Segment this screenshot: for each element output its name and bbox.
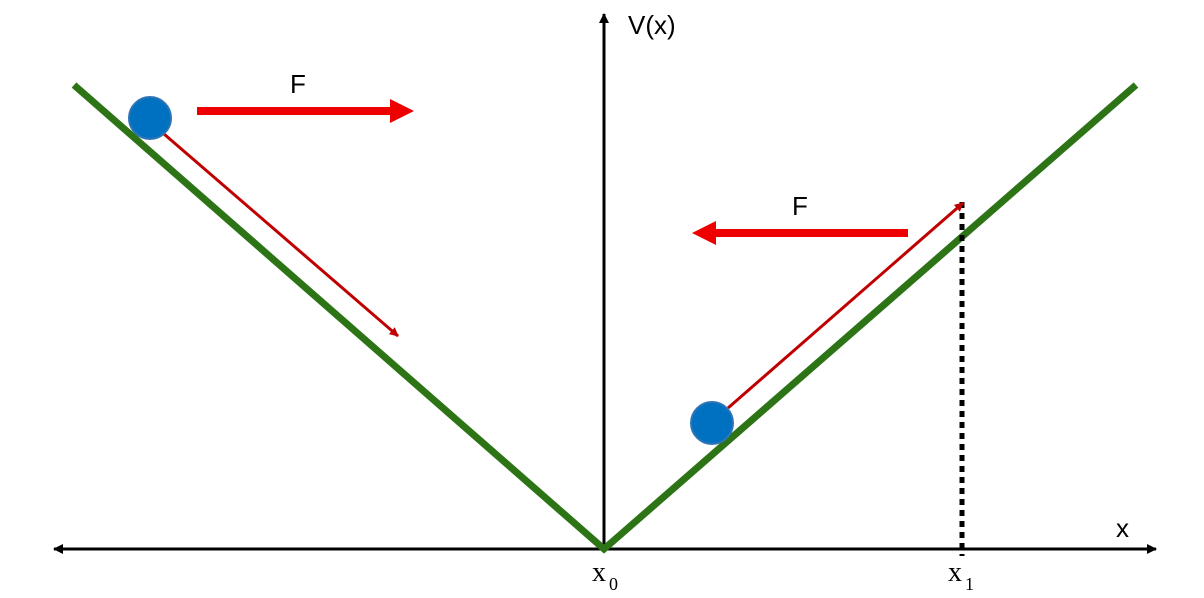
y-axis-label: V(x) [628,10,676,40]
svg-text:x: x [592,557,606,588]
svg-text:0: 0 [609,574,618,594]
svg-text:1: 1 [965,574,974,594]
force-label-right: F [792,191,808,221]
x1-tick-label: x 1 [948,557,974,594]
ball-icon-left [128,96,172,140]
motion-arrow-left [163,132,399,338]
force-label-left: F [290,69,306,99]
potential-curve [71,82,1139,554]
force-arrow-right-icon [197,99,414,123]
motion-arrow-right [727,201,964,410]
svg-text:x: x [948,557,962,588]
force-arrow-left-icon [692,221,908,245]
ball-icon-right [690,401,734,445]
x-axis-label: x [1116,513,1129,543]
x0-tick-label: x 0 [592,557,618,594]
